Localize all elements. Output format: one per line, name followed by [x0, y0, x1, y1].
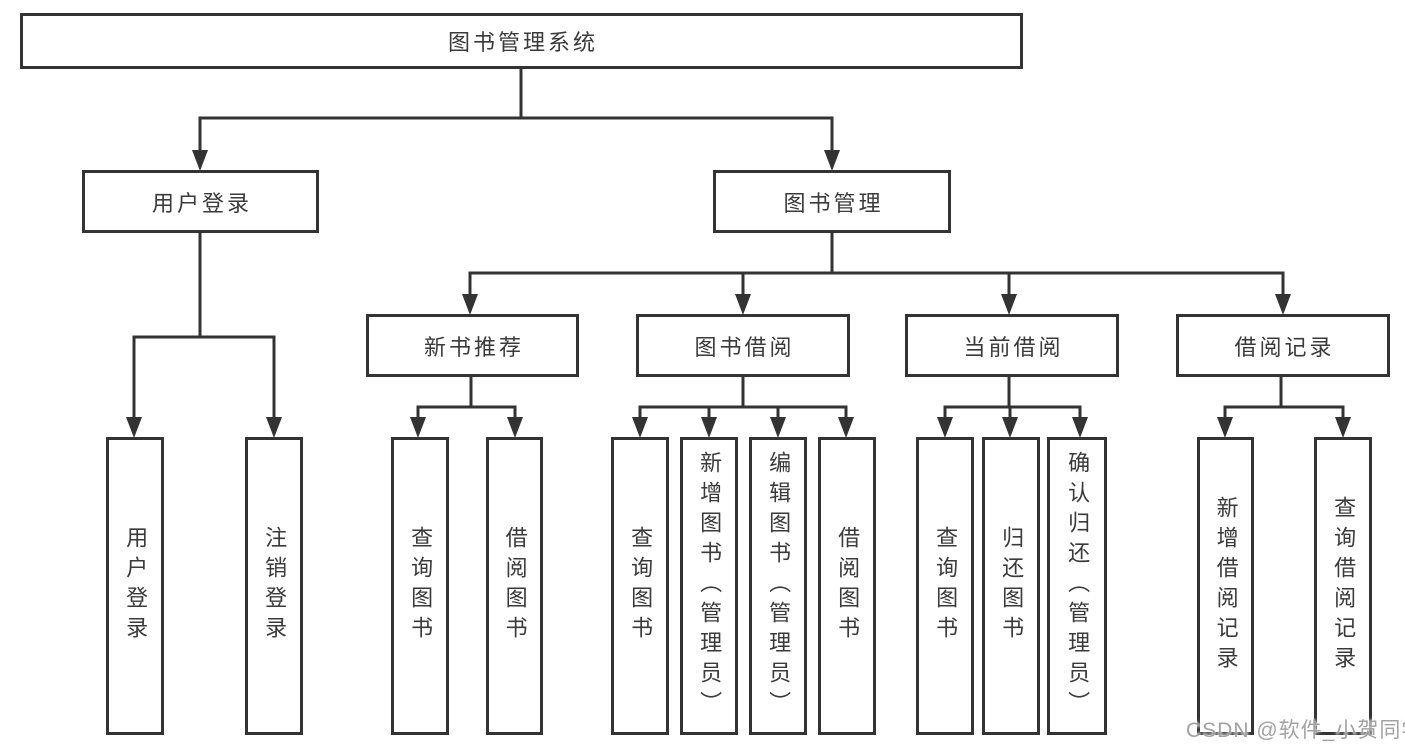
node-label: 新增图书（管理员） — [697, 451, 723, 721]
node-label: 新增借阅记录 — [1213, 496, 1239, 676]
leaf-borrow-book: 借阅图书 — [818, 437, 876, 735]
node-book-management: 图书管理 — [713, 170, 951, 233]
node-label: 借阅记录 — [1234, 334, 1335, 360]
node-label: 查询图书 — [408, 526, 434, 646]
node-label: 查询借阅记录 — [1331, 496, 1357, 676]
leaf-logout: 注销登录 — [245, 437, 303, 735]
node-borrow-records: 借阅记录 — [1176, 314, 1390, 377]
node-current-borrowing: 当前借阅 — [905, 314, 1119, 377]
node-new-book-recommend: 新书推荐 — [366, 314, 579, 377]
leaf-current-return: 归还图书 — [982, 437, 1040, 735]
arrowheads — [126, 150, 1351, 438]
node-label: 图书借阅 — [694, 334, 795, 360]
node-label: 用户登录 — [151, 190, 252, 216]
node-label: 借阅图书 — [835, 526, 861, 646]
leaf-newbook-borrow: 借阅图书 — [486, 437, 543, 735]
watermark: CSDN @软件_小贺同学 — [1186, 719, 1405, 742]
leaf-current-confirm-admin: 确认归还（管理员） — [1047, 437, 1107, 735]
node-label: 当前借阅 — [963, 334, 1064, 360]
node-root-system: 图书管理系统 — [20, 13, 1023, 69]
leaf-borrow-query: 查询图书 — [611, 437, 669, 735]
leaf-user-login: 用户登录 — [106, 437, 164, 735]
node-label: 查询图书 — [933, 526, 959, 646]
leaf-record-add: 新增借阅记录 — [1197, 437, 1254, 735]
leaf-newbook-query: 查询图书 — [391, 437, 449, 735]
node-label: 查询图书 — [628, 526, 654, 646]
node-label: 确认归还（管理员） — [1065, 451, 1091, 721]
leaf-borrow-edit-admin: 编辑图书（管理员） — [749, 437, 807, 735]
node-user-login-module: 用户登录 — [82, 170, 319, 233]
node-label: 注销登录 — [262, 526, 288, 646]
leaf-current-query: 查询图书 — [916, 437, 974, 735]
leaf-record-query: 查询借阅记录 — [1314, 437, 1372, 735]
node-label: 编辑图书（管理员） — [766, 451, 792, 721]
node-label: 用户登录 — [123, 526, 149, 646]
leaf-borrow-add-admin: 新增图书（管理员） — [680, 437, 738, 735]
node-label: 新书推荐 — [423, 334, 524, 360]
node-book-borrowing: 图书借阅 — [636, 314, 850, 377]
node-label: 借阅图书 — [502, 526, 528, 646]
node-label: 图书管理系统 — [447, 30, 598, 55]
node-label: 归还图书 — [999, 526, 1025, 646]
node-label: 图书管理 — [783, 190, 884, 216]
